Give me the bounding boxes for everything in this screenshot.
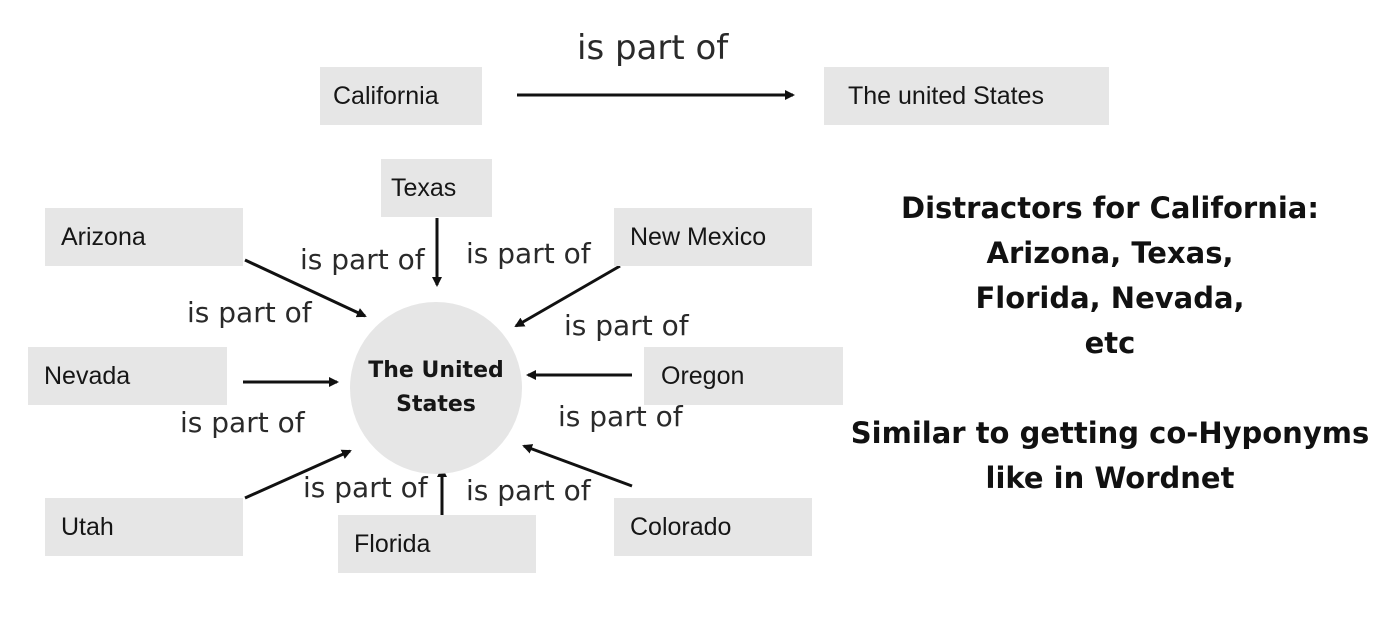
- utah-box: Utah: [45, 498, 243, 556]
- arizona-box: Arizona: [45, 208, 243, 266]
- relation-label-arizona: is part of: [300, 243, 425, 276]
- nevada-label: Nevada: [44, 361, 131, 390]
- colorado-box: Colorado: [614, 498, 812, 556]
- similar-note: Similar to getting co-Hyponyms like in W…: [850, 411, 1370, 501]
- texas-label: Texas: [391, 173, 457, 202]
- distractors-line4: etc: [1084, 326, 1136, 360]
- relation-label-new-mexico: is part of: [564, 309, 689, 342]
- distractors-note: Distractors for California: Arizona, Tex…: [850, 186, 1370, 366]
- florida-label: Florida: [354, 529, 431, 558]
- colorado-label: Colorado: [630, 512, 732, 541]
- new-mexico-label: New Mexico: [630, 222, 767, 251]
- united-states-box: The united States: [824, 67, 1109, 125]
- distractors-line2: Arizona, Texas,: [986, 236, 1234, 270]
- new-mexico-box: New Mexico: [614, 208, 812, 266]
- arrow-colorado: [522, 444, 633, 488]
- utah-label: Utah: [61, 512, 114, 541]
- arizona-label: Arizona: [61, 222, 146, 251]
- united-states-label: The united States: [848, 81, 1044, 110]
- oregon-box: Oregon: [644, 347, 843, 405]
- texas-box: Texas: [381, 159, 492, 217]
- arrow-new-mexico: [514, 264, 621, 328]
- relation-label-oregon: is part of: [558, 400, 683, 433]
- hub-circle: The United States: [350, 302, 522, 474]
- relation-label-nevada-upper: is part of: [187, 296, 312, 329]
- arrow-utah: [244, 449, 352, 500]
- top-relation-label: is part of: [577, 28, 729, 68]
- california-label: California: [333, 81, 439, 110]
- arrow-arizona: [244, 258, 367, 318]
- oregon-label: Oregon: [661, 361, 745, 390]
- distractors-line1: Distractors for California:: [901, 191, 1319, 225]
- similar-line2: like in Wordnet: [985, 461, 1235, 495]
- hub-label-line2: States: [396, 392, 476, 417]
- relation-label-nevada-lower: is part of: [180, 406, 305, 439]
- relation-label-utah: is part of: [303, 471, 428, 504]
- florida-box: Florida: [338, 515, 536, 573]
- similar-line1: Similar to getting co-Hyponyms: [850, 416, 1370, 450]
- hub-label: The United States: [368, 354, 504, 422]
- california-box: California: [320, 67, 482, 125]
- relation-label-florida: is part of: [466, 474, 591, 507]
- relation-label-texas: is part of: [466, 237, 591, 270]
- distractors-line3: Florida, Nevada,: [975, 281, 1245, 315]
- hub-label-line1: The United: [368, 358, 504, 383]
- nevada-box: Nevada: [28, 347, 227, 405]
